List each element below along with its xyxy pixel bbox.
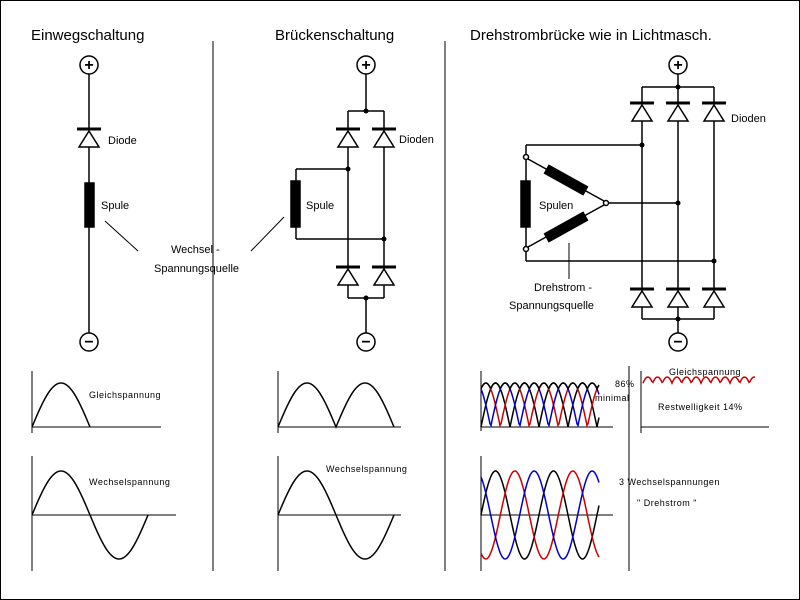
minus-terminal-icon: −	[84, 334, 93, 351]
label-ac-voltage-half: Wechselspannung	[89, 477, 171, 487]
label-minimal: minimal	[595, 393, 630, 403]
dc-envelope-curve	[480, 382, 600, 391]
plus-terminal-icon: +	[84, 57, 93, 74]
heading-half-wave: Einwegschaltung	[31, 27, 145, 44]
label-three-phase-source-line2: Spannungsquelle	[509, 300, 595, 312]
minus-terminal-icon: −	[361, 334, 370, 351]
label-three-ac: 3 Wechselspannungen	[619, 477, 720, 487]
label-diode: Diode	[108, 135, 137, 147]
minus-terminal-icon: −	[673, 334, 682, 351]
bridge-circuit	[250, 55, 396, 352]
label-diodes-bridge: Dioden	[399, 134, 434, 146]
label-ac-source-line1: Wechsel -	[171, 244, 220, 256]
three-phase-curve	[480, 470, 600, 560]
label-ac-voltage-bridge: Wechselspannung	[326, 464, 408, 474]
label-dc-voltage-3p: Gleichspannung	[669, 367, 742, 377]
label-coils: Spulen	[539, 200, 574, 212]
waveform-axes	[31, 371, 769, 571]
label-coil: Spule	[101, 200, 130, 212]
label-dc-voltage-half: Gleichspannung	[89, 390, 162, 400]
dc-half-wave-curve	[31, 382, 91, 428]
plus-terminal-icon: +	[673, 57, 682, 74]
dc-three-phase-output-curve	[642, 376, 756, 386]
label-ac-source-line2: Spannungsquelle	[154, 263, 240, 275]
diode-symbol	[77, 127, 101, 148]
label-coil-bridge: Spule	[306, 200, 335, 212]
label-ripple: Restwelligkeit 14%	[658, 402, 743, 412]
three-phase-curve	[480, 470, 600, 560]
ac-curve-bridge	[277, 470, 395, 560]
label-drehstrom: " Drehstrom "	[637, 498, 697, 508]
three-phase-circuit	[520, 55, 726, 352]
heading-three-phase: Drehstrombrücke wie in Lichtmasch.	[470, 27, 712, 44]
label-86-percent: 86%	[615, 379, 635, 389]
label-diodes-three-phase: Dioden	[731, 113, 766, 125]
heading-bridge: Brückenschaltung	[275, 27, 395, 44]
label-three-phase-source-line1: Drehstrom -	[534, 282, 593, 294]
plus-terminal-icon: +	[361, 57, 370, 74]
dc-full-wave-curve	[277, 382, 395, 429]
half-wave-circuit	[77, 55, 139, 352]
three-phase-curve	[480, 470, 600, 560]
coil-symbol	[84, 182, 95, 228]
ac-curve-half	[31, 470, 149, 560]
